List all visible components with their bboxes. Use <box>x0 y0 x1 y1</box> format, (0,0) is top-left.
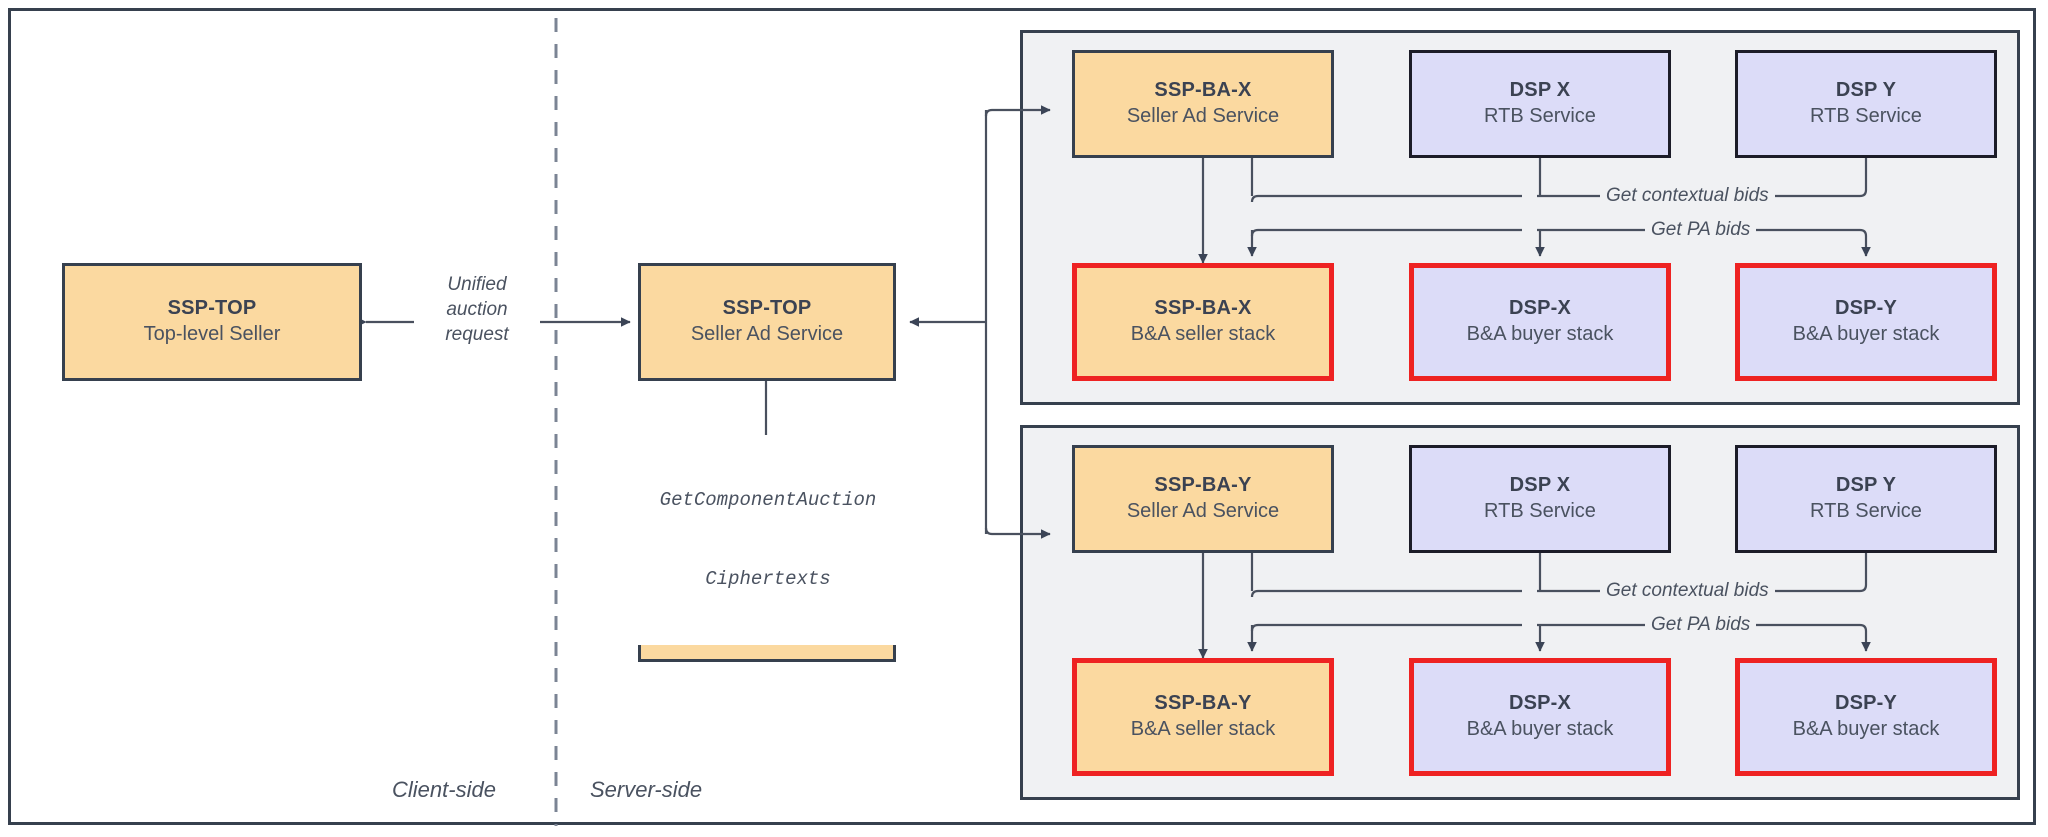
node-title: SSP-BA-X <box>1154 79 1252 102</box>
node-ssp-top-seller-ad-service[interactable]: SSP-TOP Seller Ad Service <box>638 263 896 381</box>
node-dsp-y-rtb-service-top[interactable]: DSP Y RTB Service <box>1735 50 1997 158</box>
node-dsp-x-ba-buyer-stack-top[interactable]: DSP-X B&A buyer stack <box>1409 263 1671 381</box>
node-dsp-x-ba-buyer-stack-bottom[interactable]: DSP-X B&A buyer stack <box>1409 658 1671 776</box>
node-subtitle: B&A buyer stack <box>1792 718 1940 740</box>
node-title: SSP-TOP <box>722 297 812 320</box>
edge-label-unified-auction-request: Unified auction request <box>414 272 540 348</box>
edge-label-line: request <box>445 324 509 346</box>
node-title: DSP X <box>1509 474 1571 497</box>
node-dsp-y-ba-buyer-stack-top[interactable]: DSP-Y B&A buyer stack <box>1735 263 1997 381</box>
diagram-outer-frame <box>8 8 2036 825</box>
label-server-side: Server-side <box>590 777 703 802</box>
node-subtitle: Top-level Seller <box>143 323 281 345</box>
node-dsp-x-rtb-service-top[interactable]: DSP X RTB Service <box>1409 50 1671 158</box>
node-dsp-y-rtb-service-bottom[interactable]: DSP Y RTB Service <box>1735 445 1997 553</box>
edge-label-get-contextual-bids-top: Get contextual bids <box>1600 183 1775 209</box>
node-subtitle: B&A buyer stack <box>1466 718 1614 740</box>
node-subtitle: RTB Service <box>1484 500 1596 522</box>
node-subtitle: Seller Ad Service <box>690 323 844 345</box>
node-dsp-y-ba-buyer-stack-bottom[interactable]: DSP-Y B&A buyer stack <box>1735 658 1997 776</box>
node-subtitle: B&A seller stack <box>1130 323 1276 345</box>
node-title: DSP Y <box>1835 474 1897 497</box>
node-title: SSP-TOP <box>167 297 257 320</box>
node-subtitle: RTB Service <box>1810 105 1922 127</box>
node-title: DSP-X <box>1508 297 1572 320</box>
node-ssp-top-top-level-seller[interactable]: SSP-TOP Top-level Seller <box>62 263 362 381</box>
node-title: DSP X <box>1509 79 1571 102</box>
edge-label-line: Unified <box>447 274 507 295</box>
node-subtitle: RTB Service <box>1810 500 1922 522</box>
node-ssp-ba-x-seller-ad-service[interactable]: SSP-BA-X Seller Ad Service <box>1072 50 1334 158</box>
node-subtitle: B&A buyer stack <box>1466 323 1614 345</box>
node-subtitle: Seller Ad Service <box>1126 105 1280 127</box>
node-title: DSP-Y <box>1834 297 1898 320</box>
node-title: DSP-Y <box>1834 692 1898 715</box>
node-title: SSP-BA-Y <box>1154 474 1252 497</box>
edge-label-line: auction <box>446 299 508 321</box>
node-ssp-ba-y-seller-ad-service[interactable]: SSP-BA-Y Seller Ad Service <box>1072 445 1334 553</box>
node-subtitle: Seller Ad Service <box>1126 500 1280 522</box>
node-subtitle: B&A buyer stack <box>1792 323 1940 345</box>
edge-label-get-contextual-bids-bottom: Get contextual bids <box>1600 578 1775 604</box>
node-title: DSP Y <box>1835 79 1897 102</box>
edge-label-get-component-auction-ciphertexts: GetComponentAuction Ciphertexts <box>620 435 916 645</box>
node-subtitle: RTB Service <box>1484 105 1596 127</box>
node-title: SSP-BA-X <box>1154 297 1252 320</box>
label-client-side: Client-side <box>392 777 496 802</box>
node-subtitle: B&A seller stack <box>1130 718 1276 740</box>
node-ssp-ba-y-ba-seller-stack[interactable]: SSP-BA-Y B&A seller stack <box>1072 658 1334 776</box>
node-ssp-ba-x-ba-seller-stack[interactable]: SSP-BA-X B&A seller stack <box>1072 263 1334 381</box>
edge-label-line: Ciphertexts <box>705 568 831 591</box>
node-title: DSP-X <box>1508 692 1572 715</box>
node-title: SSP-BA-Y <box>1154 692 1252 715</box>
edge-label-get-pa-bids-bottom: Get PA bids <box>1645 612 1757 638</box>
edge-label-get-pa-bids-top: Get PA bids <box>1645 217 1757 243</box>
edge-label-line: GetComponentAuction <box>659 489 877 512</box>
node-dsp-x-rtb-service-bottom[interactable]: DSP X RTB Service <box>1409 445 1671 553</box>
